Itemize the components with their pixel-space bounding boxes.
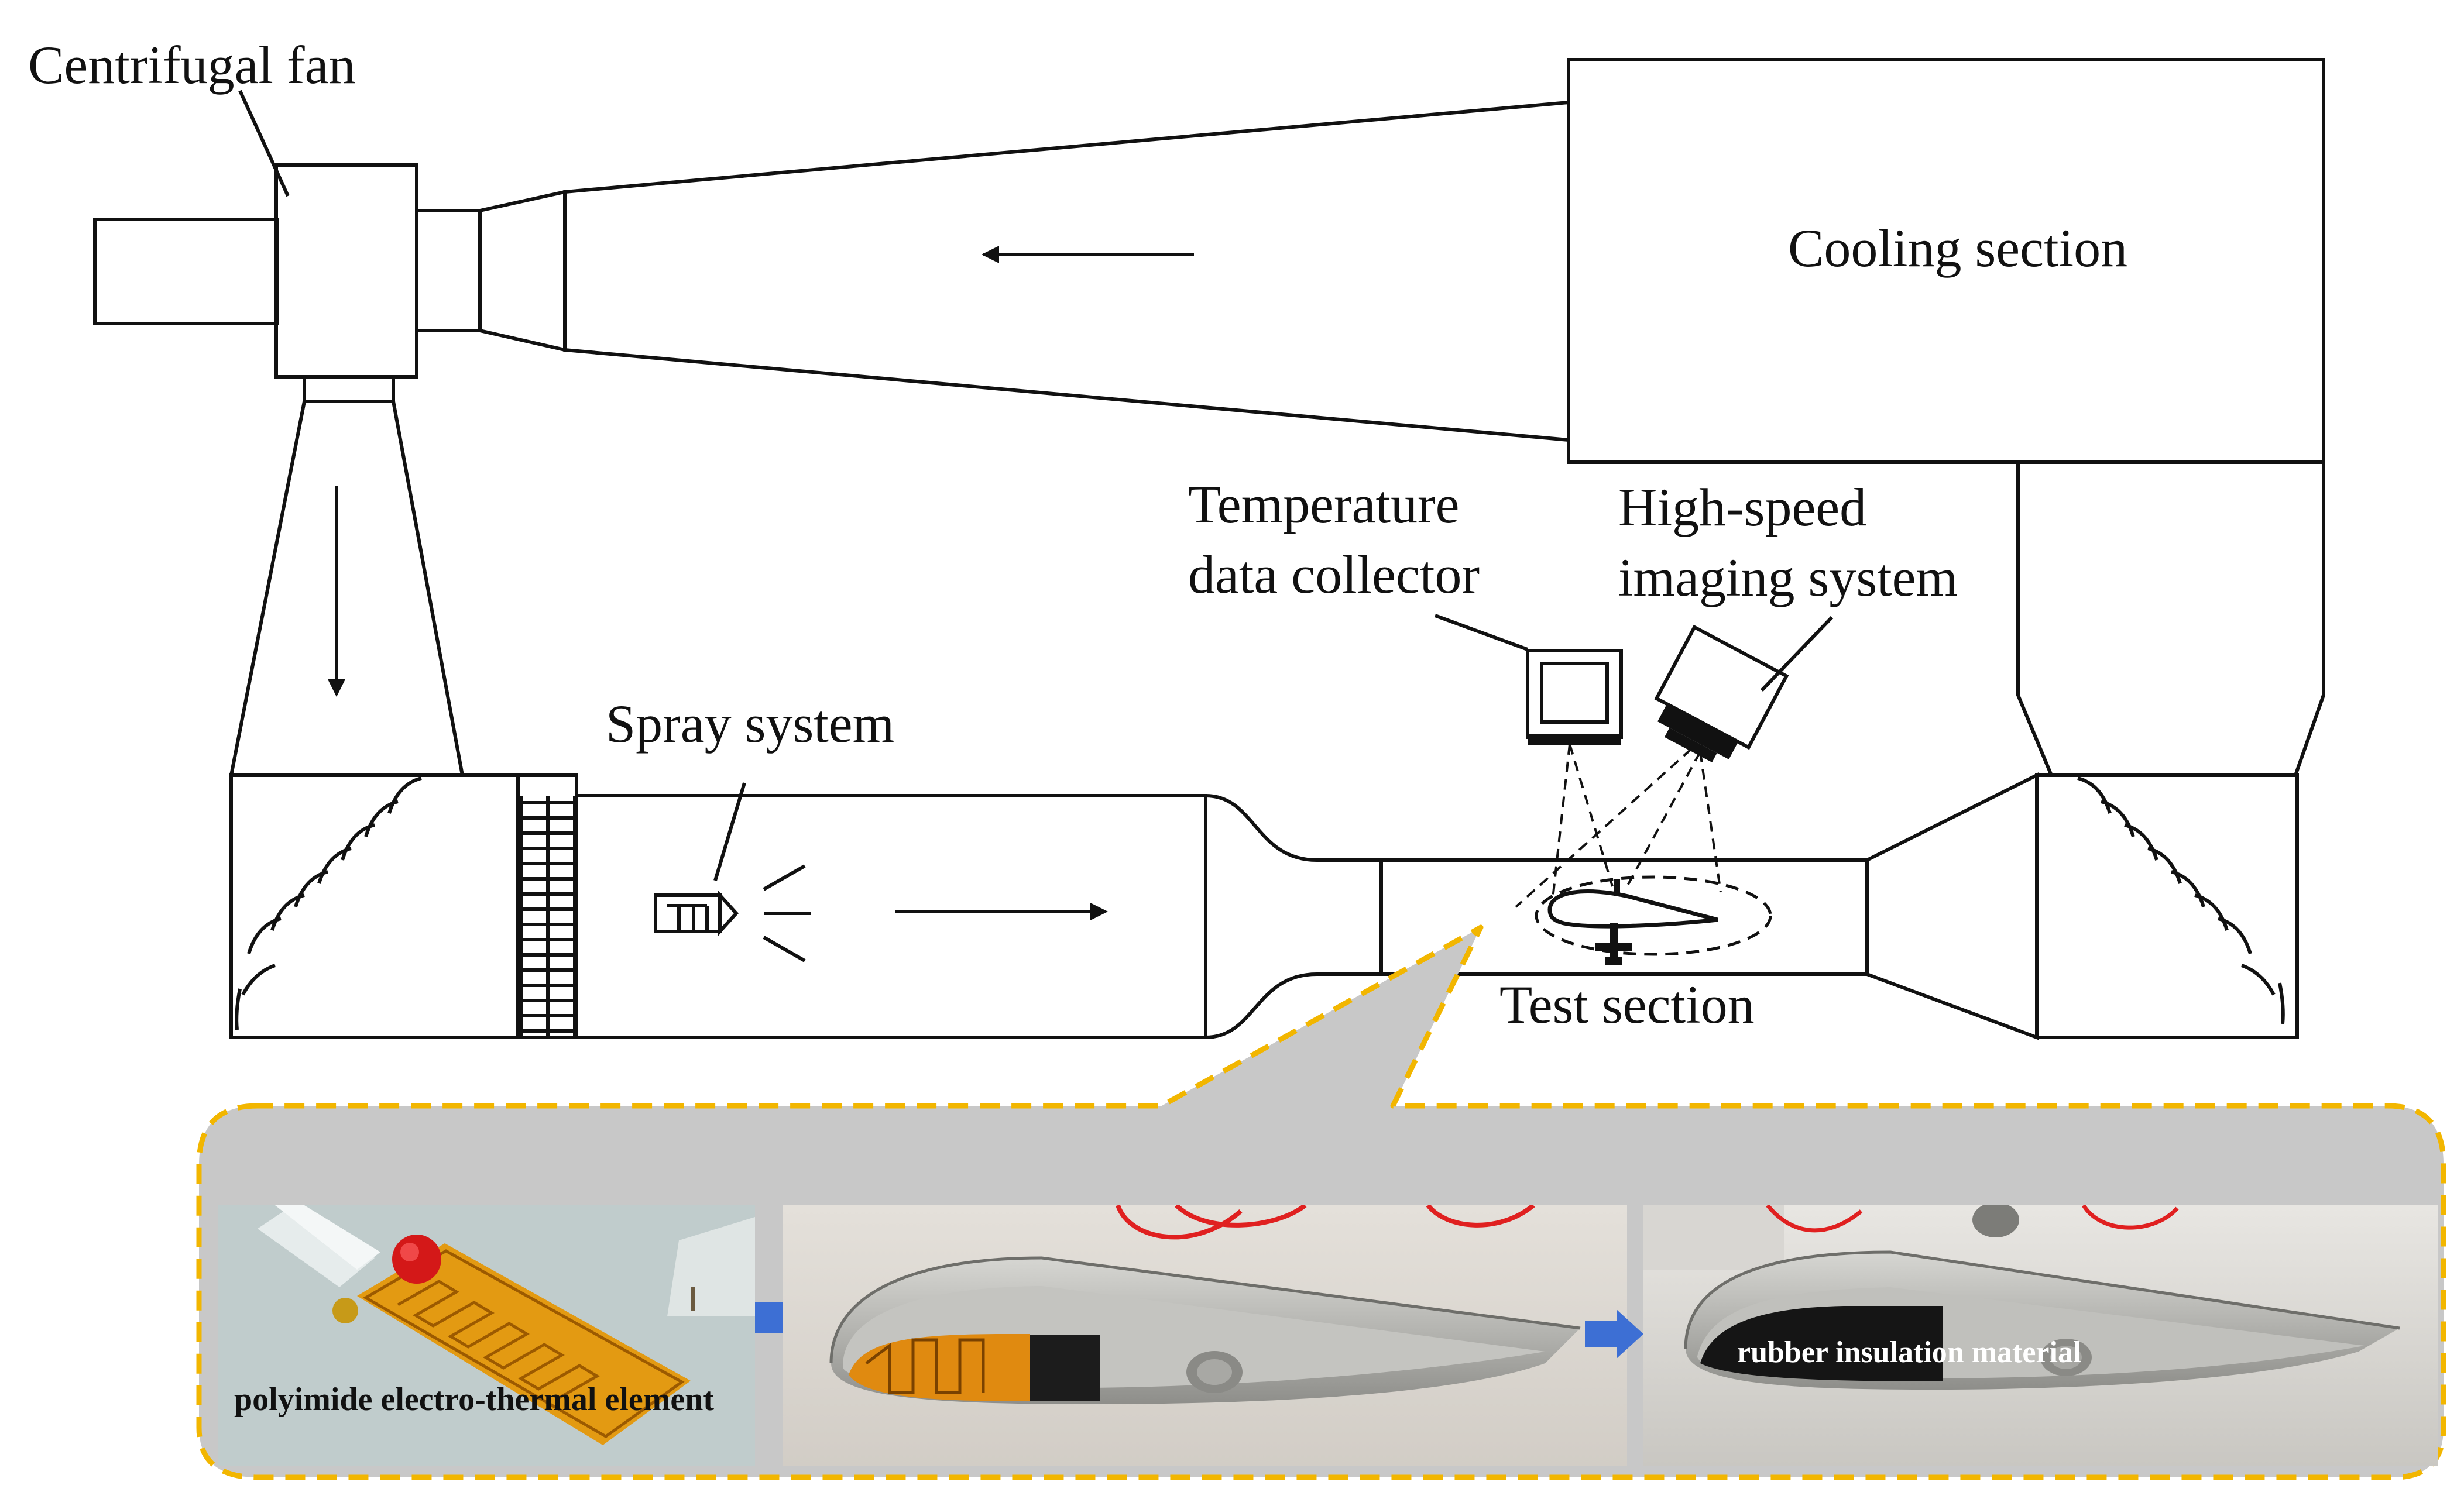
label-highspeed-line2: imaging system xyxy=(1618,548,1958,607)
photo-heater-element: polyimide electro-thermal element xyxy=(218,1205,755,1466)
label-cooling-section: Cooling section xyxy=(1788,218,2127,278)
left-diffuser xyxy=(229,400,465,777)
spray-nozzle-icon xyxy=(654,782,811,962)
test-model xyxy=(1535,875,1772,965)
monitor-icon xyxy=(1434,614,1623,745)
photo3-caption: rubber insulation material xyxy=(1737,1336,2081,1369)
fan-leader-line xyxy=(238,90,290,197)
photo-airfoil-heater xyxy=(783,1205,1627,1466)
label-temperature-line1: Temperature xyxy=(1188,475,1460,534)
centrifugal-fan xyxy=(93,163,482,403)
cooling-section xyxy=(1567,58,2325,464)
arrow-icon xyxy=(1585,1309,1643,1359)
label-test-section: Test section xyxy=(1499,975,1755,1034)
honeycomb xyxy=(519,796,576,1037)
label-temperature-line2: data collector xyxy=(1188,545,1480,604)
label-spray-system: Spray system xyxy=(606,694,894,754)
turning-vanes-left xyxy=(235,776,422,1030)
photo1-caption: polyimide electro-thermal element xyxy=(234,1381,714,1418)
label-highspeed-line1: High-speed xyxy=(1618,477,1866,537)
lower-tunnel xyxy=(229,772,2299,1040)
camera-icon xyxy=(1654,616,1834,763)
photo-airfoil-insulation: rubber insulation material xyxy=(1643,1205,2438,1466)
label-centrifugal-fan: Centrifugal fan xyxy=(28,35,355,95)
return-duct-upper xyxy=(478,100,1570,442)
right-vertical-duct xyxy=(2016,462,2325,776)
imaging-lines xyxy=(1515,744,1722,908)
turning-vanes-right xyxy=(2077,776,2285,1024)
